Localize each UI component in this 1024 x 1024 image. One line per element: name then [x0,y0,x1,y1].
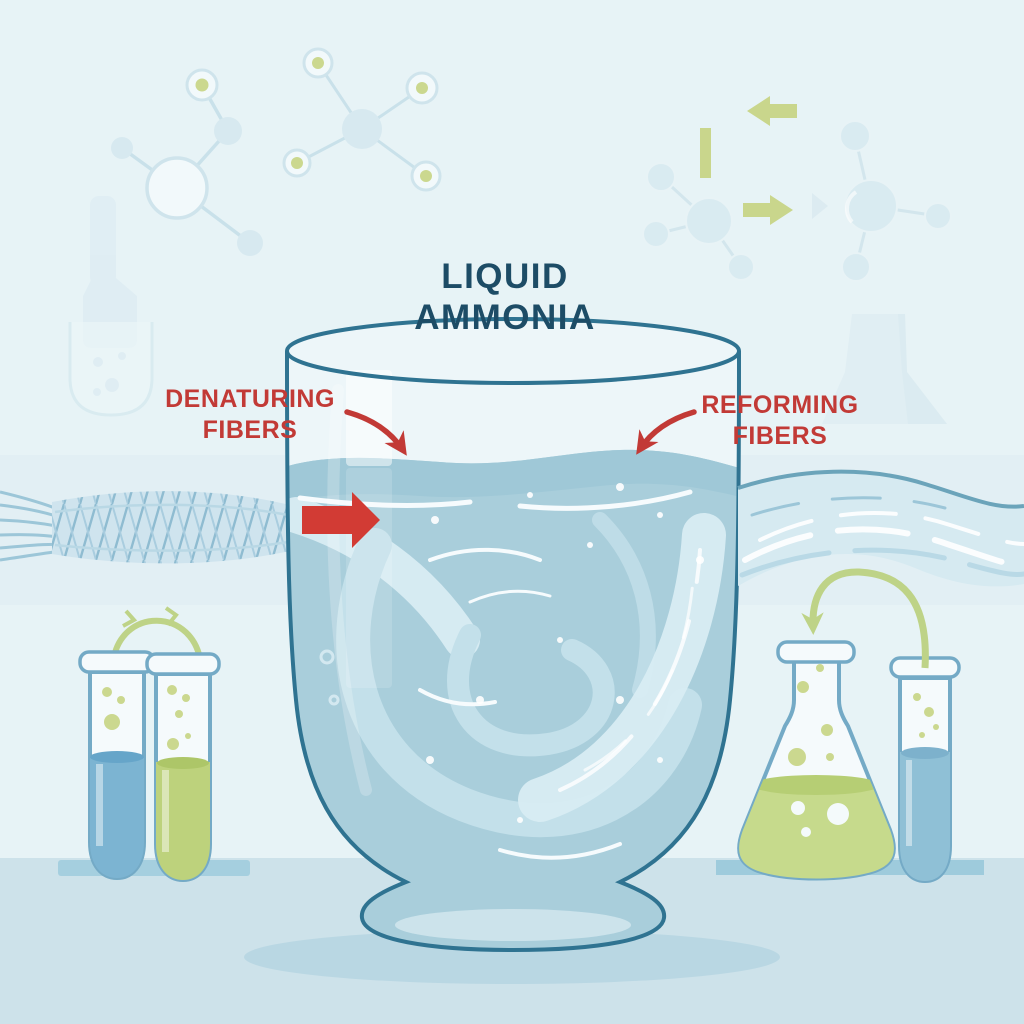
transfer-tube-arrow-icon [801,568,929,669]
denaturing-arrow-icon [344,409,407,456]
label-line-1: DENATURING [165,385,335,413]
bubbles [913,693,939,738]
arrow-into-beaker-icon [302,492,380,548]
cycle-arrow-icon [110,617,204,667]
molecule-icon-topleft [111,68,263,256]
label-line-1: REFORMING [701,391,859,419]
title-line-2: AMMONIA [414,298,596,337]
bubbles [319,649,340,706]
bubbles [426,483,704,823]
molecule-icon-topcenter [282,47,442,192]
label-denaturing-fibers: DENATURING FIBERS [120,384,380,446]
molecule-icon-topright-right [839,120,952,282]
bubbles [102,687,125,730]
beaker-outline [285,350,741,953]
reforming-arrow-icon [636,409,697,455]
reformed-fiber-ribbon [737,469,1024,587]
beaker-shadow [244,930,780,984]
mortar-pestle-watermark-icon [68,196,154,417]
equilibrium-arrows-icon [700,96,797,225]
bubbles [788,664,834,766]
molecule-icon-topright-left [642,162,755,281]
bubbles [167,685,191,750]
beaker [285,317,741,953]
title-line-1: LIQUID [441,257,569,296]
funnel-watermark-icon [822,314,947,424]
triangle-watermark-icon [812,193,828,219]
test-tubes-left [58,606,250,883]
label-line-2: FIBERS [202,416,298,444]
shelf-left [58,860,250,876]
label-line-2: FIBERS [732,422,828,450]
page-title: LIQUID AMMONIA [305,256,705,338]
flask-station-right [716,568,984,884]
beaker-rim [285,317,741,385]
label-reforming-fibers: REFORMING FIBERS [650,390,910,452]
